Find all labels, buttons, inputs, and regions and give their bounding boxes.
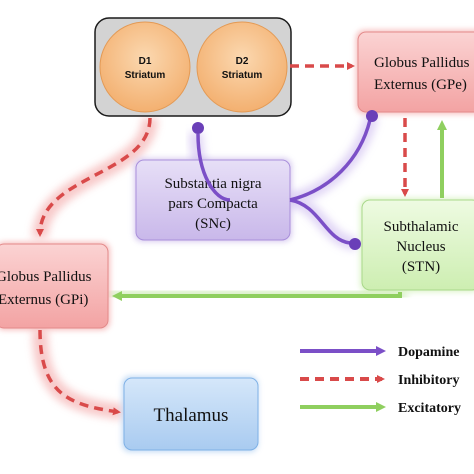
dopamine-terminal-gpe — [366, 110, 378, 122]
gpe-line1: Globus Pallidus — [374, 55, 470, 71]
legend-inhibitory: Inhibitory — [300, 373, 459, 388]
d1-label: D1 — [139, 56, 152, 67]
snc-line2: pars Compacta — [168, 196, 258, 212]
legend-inhibitory-label: Inhibitory — [398, 373, 459, 388]
gpe-node: Globus Pallidus Externus (GPe) — [356, 30, 474, 114]
legend-dopamine-label: Dopamine — [398, 345, 459, 360]
inhibitory-arrows — [36, 62, 409, 416]
legend-dopamine: Dopamine — [300, 345, 459, 360]
thalamus-label: Thalamus — [154, 405, 229, 426]
gpi-line1: Globus Pallidus — [0, 269, 92, 285]
snc-to-gpe-projection — [289, 119, 372, 202]
dopamine-terminal-stn — [349, 238, 361, 250]
snc-to-d1-d2-projection — [196, 133, 231, 202]
d2-label: D2 — [236, 56, 249, 67]
stn-node: Subthalamic Nucleus (STN) — [360, 198, 474, 292]
gpi-to-thalamus-arrow — [38, 329, 121, 416]
snc-line3: (SNc) — [195, 216, 231, 232]
d1-striatum-label: Striatum — [125, 70, 166, 81]
dopamine-terminal-striatum — [192, 122, 204, 134]
snc-line1: Substantia nigra — [164, 176, 261, 192]
stn-line1: Subthalamic — [384, 219, 459, 235]
dopamine-projections — [196, 119, 372, 245]
d1-to-gpi-arrow — [36, 117, 152, 237]
stn-line2: Nucleus — [396, 239, 445, 255]
dopamine-terminals — [192, 110, 378, 250]
gpi-line2: Externus (GPi) — [0, 292, 88, 308]
excitatory-arrows — [112, 120, 447, 301]
d2-striatum-label: Striatum — [222, 70, 263, 81]
thalamus-node: Thalamus — [122, 376, 259, 452]
snc-node: Substantia nigra pars Compacta (SNc) — [134, 158, 292, 242]
stn-to-gpi-arrow — [112, 291, 402, 301]
stn-line3: (STN) — [402, 259, 440, 275]
snc-to-stn-projection — [289, 198, 351, 245]
gpi-node: Globus Pallidus Externus (GPi) — [0, 242, 110, 330]
d1-striatum-node: D1 Striatum — [99, 21, 191, 113]
legend-excitatory-label: Excitatory — [398, 401, 461, 416]
striatum-group: D1 Striatum D2 Striatum — [94, 17, 292, 117]
legend-excitatory: Excitatory — [300, 401, 461, 416]
gpe-line2: Externus (GPe) — [374, 77, 467, 93]
legend: Dopamine Inhibitory Excitatory — [300, 345, 461, 416]
d2-striatum-node: D2 Striatum — [196, 21, 288, 113]
